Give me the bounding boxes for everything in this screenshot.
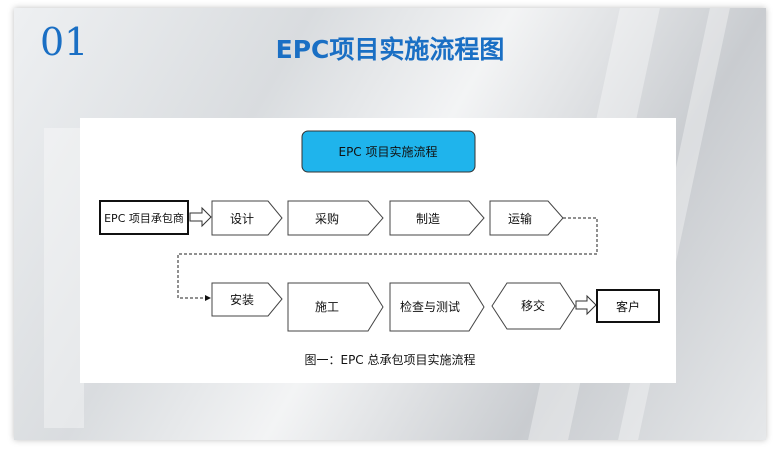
step-label: 运输 [508, 211, 532, 226]
step-label: 施工 [315, 300, 339, 314]
step-transport [489, 200, 564, 236]
step-label: 制造 [416, 212, 440, 226]
step-inspection [389, 282, 485, 332]
step-label: 移交 [521, 298, 545, 313]
header-label: EPC 项目实施流程 [338, 144, 437, 159]
step-design [211, 200, 283, 236]
row1-steps: 设计 采购 制造 运输 [211, 200, 564, 236]
step-label: 采购 [315, 211, 339, 226]
step-handover [491, 282, 576, 330]
step-label: 检查与测试 [400, 299, 460, 314]
header-box [301, 130, 476, 173]
row2-steps: 安装 施工 检查与测试 移交 [211, 282, 576, 332]
step-install [211, 282, 283, 317]
step-label: 安装 [230, 292, 254, 307]
customer-label: 客户 [616, 299, 640, 314]
step-construction [287, 282, 384, 332]
step-manufacture [389, 200, 485, 236]
contractor-label: EPC 项目承包商 [104, 211, 184, 225]
step-procurement [287, 200, 384, 236]
contractor-box [99, 200, 189, 235]
arrow-right-icon [575, 294, 597, 316]
figure-caption: 图一：EPC 总承包项目实施流程 [304, 352, 475, 367]
section-number: 01 [40, 20, 89, 64]
page-title: EPC项目实施流程图 [275, 35, 505, 64]
step-label: 设计 [230, 212, 254, 226]
customer-box [596, 289, 660, 323]
arrow-right-icon [189, 206, 212, 228]
flowchart-figure: EPC 项目实施流程 EPC 项目承包商 设计 采购 制造 运输 安装 施工 检… [80, 118, 676, 383]
